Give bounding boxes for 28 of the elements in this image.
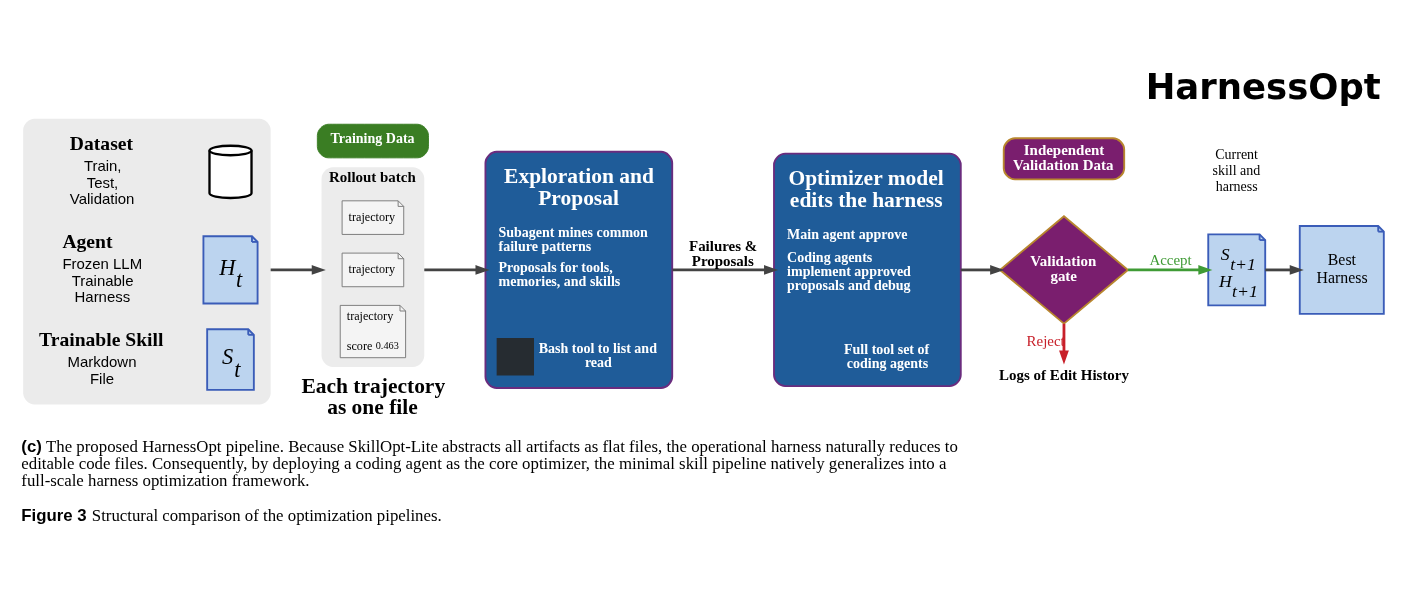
edge-label: Failures & Proposals bbox=[689, 237, 758, 269]
cluster bbox=[23, 118, 271, 404]
node-label: Trainable Skill bbox=[39, 328, 164, 350]
arrow bbox=[960, 264, 1005, 275]
edge-label: Accept bbox=[1149, 251, 1192, 268]
node-label: Agent bbox=[62, 230, 113, 252]
node-label: Current skill and harness bbox=[1212, 146, 1261, 194]
node-box: Exploration and Proposal Subagent mines common failure patterns Proposals for tools, memories, and skills Bash tool to list and read bbox=[484, 150, 674, 389]
node-label: Each trajectory as one file bbox=[301, 373, 446, 419]
node-label: Dataset bbox=[69, 132, 134, 154]
edge-label: Reject bbox=[1026, 332, 1065, 349]
node-box: Optimizer model edits the harness Main agent approve Coding agents implement approved proposals and debug Full tool set of coding agents bbox=[773, 152, 962, 387]
node-label: Markdown File bbox=[67, 352, 137, 387]
arrow bbox=[672, 264, 779, 275]
node-box: Independent Validation Data bbox=[1002, 136, 1126, 180]
arrow bbox=[1059, 323, 1069, 365]
node-label: Frozen LLM Trainable Harness bbox=[62, 254, 143, 305]
diagram-title: HarnessOpt bbox=[1145, 65, 1381, 107]
arrow bbox=[1128, 264, 1213, 275]
arrow bbox=[424, 264, 490, 275]
arrow bbox=[1265, 264, 1304, 275]
caption: Figure 3 Structural comparison of the optimization pipelines. bbox=[21, 506, 442, 525]
node-label: Train, Test, Validation bbox=[69, 156, 135, 207]
node-box: Training Data bbox=[316, 123, 429, 158]
node-diamond: Validation gate bbox=[998, 214, 1130, 325]
label: (c) The proposed HarnessOpt pipeline. Because SkillOpt-Lite abstracts all artifacts as flat files, the operational harness naturally reduces to editable code files. Consequently, by deploying a coding agent as the core optimizer, the minimal skill pipeline natively generalizes into a full-scale harness optimization framework. bbox=[21, 436, 958, 490]
node-text: Logs of Edit History bbox=[999, 366, 1129, 383]
arrow bbox=[270, 264, 326, 275]
